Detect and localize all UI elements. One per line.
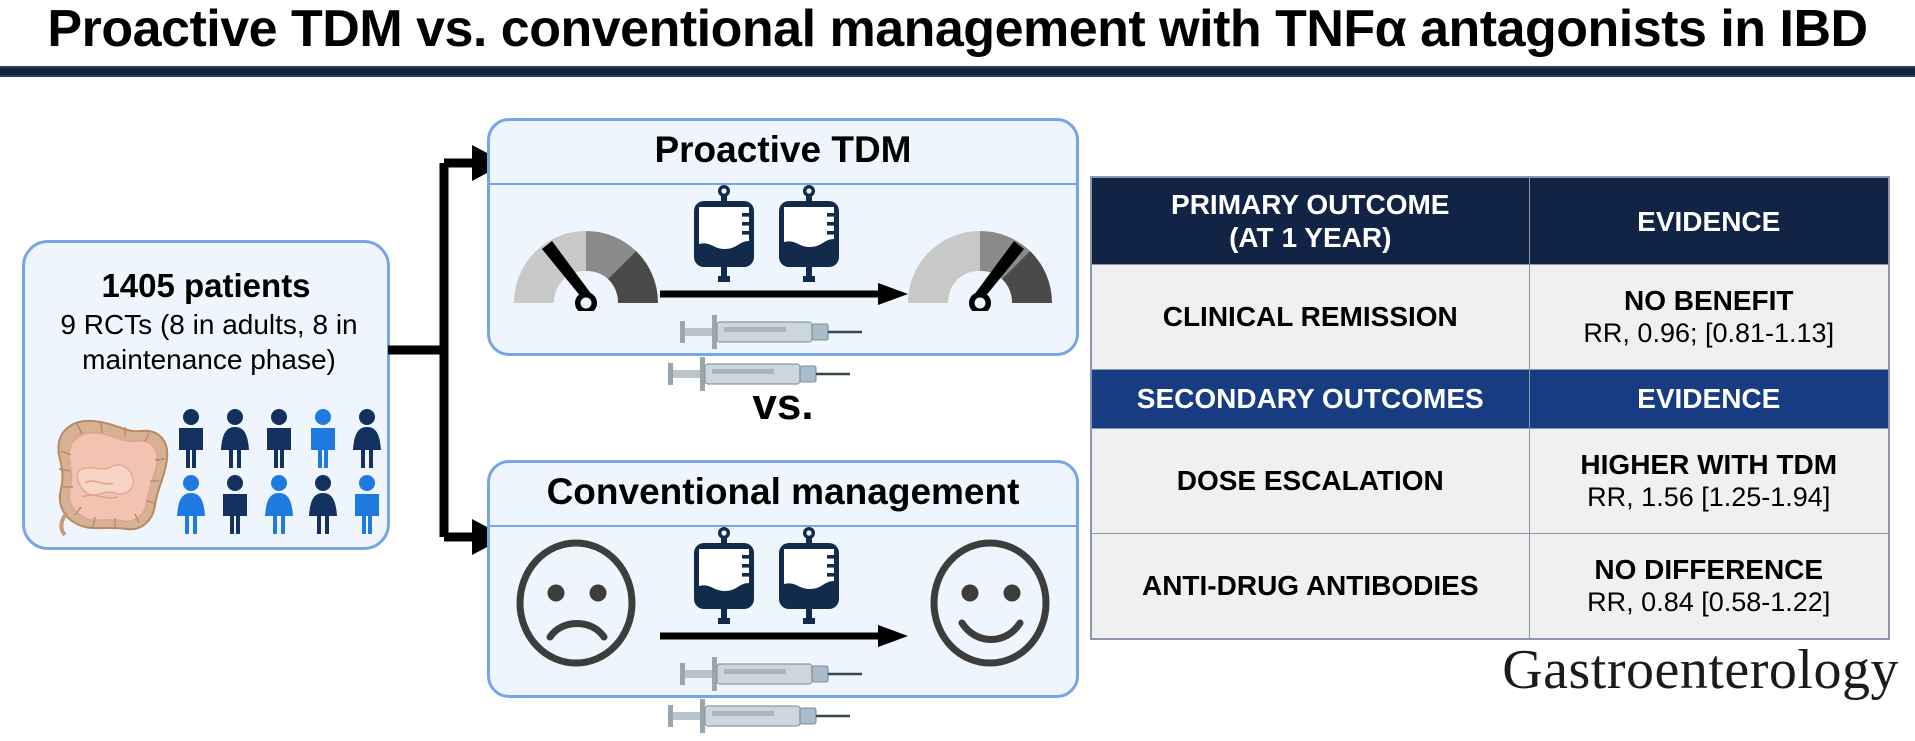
evidence-anti-drug-antibodies: NO DIFFERENCE RR, 0.84 [0.58-1.22]: [1528, 533, 1890, 640]
patient-count-label: 1405 patients: [101, 267, 311, 304]
panel-conventional-body: [490, 527, 1076, 733]
page-title: Proactive TDM vs. conventional managemen…: [47, 0, 1868, 58]
table-header-primary: PRIMARY OUTCOME (AT 1 YEAR) EVIDENCE: [1090, 176, 1890, 265]
people-row-bottom: [173, 472, 385, 534]
outcome-dose-escalation: DOSE ESCALATION: [1090, 428, 1530, 534]
panel-proactive-tdm: Proactive TDM: [487, 118, 1079, 391]
table-header-secondary: SECONDARY OUTCOMES EVIDENCE: [1090, 369, 1890, 429]
title-divider: [0, 66, 1915, 77]
person-icon-male: [223, 475, 247, 534]
outcomes-table: PRIMARY OUTCOME (AT 1 YEAR) EVIDENCE CLI…: [1090, 176, 1890, 640]
flow-arrow-icon: [660, 283, 908, 305]
person-icon-male: [179, 409, 203, 468]
primary-outcome-header-line1: PRIMARY OUTCOME: [1171, 189, 1450, 220]
evidence-headline: NO DIFFERENCE: [1594, 554, 1824, 585]
panel-divider: [490, 183, 1076, 185]
person-icon-male: [311, 409, 335, 468]
person-icon-male: [355, 475, 379, 534]
person-icon-male: [267, 409, 291, 468]
patient-detail-label: 9 RCTs (8 in adults, 8 in maintenance ph…: [60, 309, 358, 375]
evidence-statistic: RR, 0.84 [0.58-1.22]: [1587, 587, 1831, 617]
table-row: DOSE ESCALATION HIGHER WITH TDM RR, 1.56…: [1090, 428, 1890, 534]
table-row: ANTI-DRUG ANTIBODIES NO DIFFERENCE RR, 0…: [1090, 533, 1890, 640]
sad-face-icon: [516, 539, 636, 667]
evidence-headline: HIGHER WITH TDM: [1580, 449, 1838, 480]
panel-conventional-title: Conventional management: [546, 471, 1020, 512]
primary-evidence-header: EVIDENCE: [1528, 176, 1890, 265]
person-icon-female: [265, 475, 293, 534]
person-icon-female: [177, 475, 205, 534]
journal-logo: Gastroenterology: [1502, 639, 1899, 701]
evidence-clinical-remission: NO BENEFIT RR, 0.96; [0.81-1.13]: [1528, 264, 1890, 370]
title-bar: Proactive TDM vs. conventional managemen…: [0, 0, 1915, 77]
person-icon-female: [221, 409, 249, 468]
comparator-label: vs.: [752, 380, 814, 429]
panel-conventional-management: Conventional management: [487, 460, 1079, 733]
person-icon-female: [353, 409, 381, 468]
outcome-clinical-remission: CLINICAL REMISSION: [1090, 264, 1530, 370]
happy-face-icon: [930, 539, 1050, 667]
secondary-outcome-header: SECONDARY OUTCOMES: [1090, 369, 1530, 429]
gauge-low-icon: [513, 230, 659, 311]
iv-bags-icon: [694, 527, 839, 624]
primary-outcome-header: PRIMARY OUTCOME (AT 1 YEAR): [1090, 176, 1530, 265]
panel-divider: [490, 525, 1076, 527]
evidence-statistic: RR, 1.56 [1.25-1.94]: [1587, 482, 1831, 512]
secondary-evidence-header: EVIDENCE: [1528, 369, 1890, 429]
iv-bags-icon: [694, 185, 839, 282]
outcome-anti-drug-antibodies: ANTI-DRUG ANTIBODIES: [1090, 533, 1530, 640]
evidence-headline: NO BENEFIT: [1623, 285, 1794, 316]
people-row-top: [173, 406, 385, 468]
population-box: 1405 patients 9 RCTs (8 in adults, 8 in …: [22, 240, 390, 550]
syringes-icon: [668, 315, 862, 391]
syringes-icon: [668, 657, 862, 733]
intestine-illustration: [57, 419, 169, 537]
evidence-statistic: RR, 0.96; [0.81-1.13]: [1583, 318, 1835, 348]
flow-arrow-icon: [660, 625, 908, 647]
evidence-dose-escalation: HIGHER WITH TDM RR, 1.56 [1.25-1.94]: [1528, 428, 1890, 534]
panel-proactive-title: Proactive TDM: [654, 129, 912, 170]
panel-proactive-body: [490, 185, 1076, 391]
table-row: CLINICAL REMISSION NO BENEFIT RR, 0.96; …: [1090, 264, 1890, 370]
gauge-high-icon: [907, 230, 1053, 311]
person-icon-female: [309, 475, 337, 534]
primary-outcome-header-line2: (AT 1 YEAR): [1229, 222, 1392, 253]
